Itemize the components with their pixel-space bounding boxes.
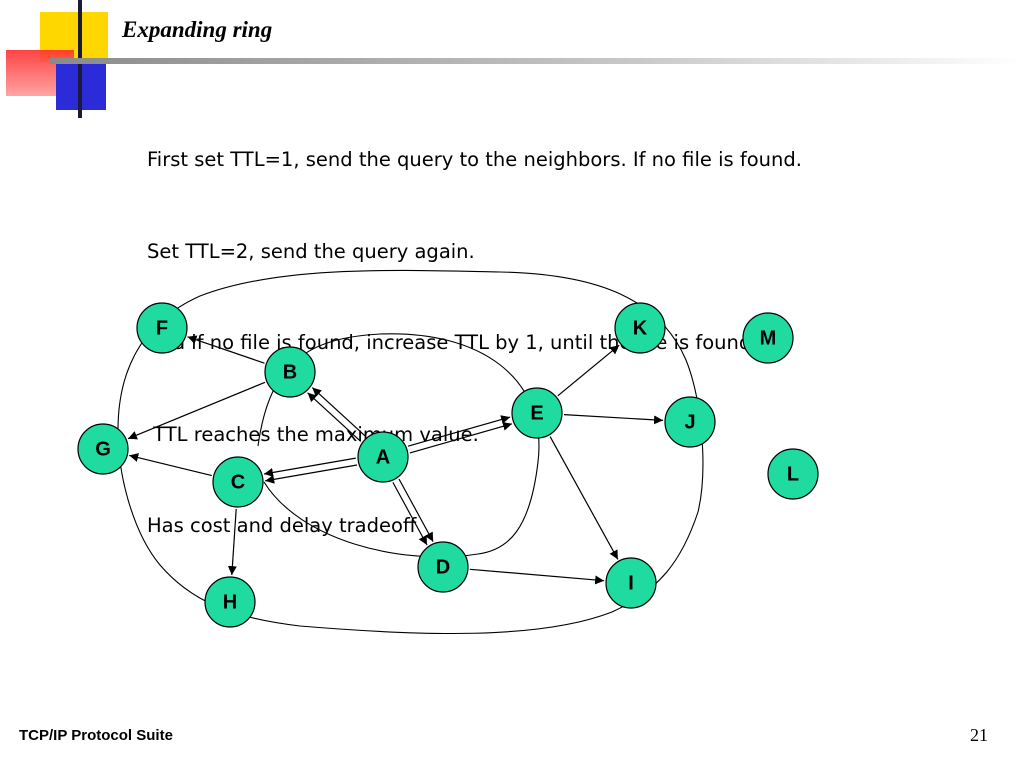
node-circle xyxy=(664,396,716,448)
node-label: B xyxy=(283,361,297,383)
node-f: F xyxy=(136,302,188,354)
deco-horizontal-rule xyxy=(50,58,1024,64)
edge-a-d xyxy=(392,482,428,546)
node-circle xyxy=(511,387,563,439)
node-b: B xyxy=(264,346,316,398)
node-c: C xyxy=(212,456,264,508)
node-j: J xyxy=(664,396,716,448)
node-g: G xyxy=(77,423,129,475)
edge-e-j xyxy=(563,414,664,425)
node-k: K xyxy=(614,302,666,354)
node-circle xyxy=(357,431,409,483)
node-label: A xyxy=(376,446,390,468)
node-label: C xyxy=(231,471,245,493)
node-h: H xyxy=(204,576,256,628)
node-d: D xyxy=(417,541,469,593)
edge-a-c xyxy=(263,457,356,477)
bullet-list: First set TTL=1, send the query to the n… xyxy=(147,84,802,572)
node-circle xyxy=(614,302,666,354)
bullet-line: Set TTL=2, send the query again. xyxy=(147,239,475,263)
node-m: M xyxy=(742,312,794,364)
edge-b-g xyxy=(127,381,266,440)
node-label: M xyxy=(760,327,777,349)
node-circle xyxy=(742,312,794,364)
node-label: I xyxy=(628,572,634,594)
node-circle xyxy=(605,557,657,609)
node-circle xyxy=(204,576,256,628)
node-circle xyxy=(417,541,469,593)
node-label: J xyxy=(684,411,695,433)
edge-d-i xyxy=(469,568,605,585)
edge-c-g xyxy=(129,453,212,477)
node-label: D xyxy=(436,556,450,578)
node-a: A xyxy=(357,431,409,483)
node-circle xyxy=(77,423,129,475)
node-circle xyxy=(212,456,264,508)
node-i: I xyxy=(605,557,657,609)
node-label: E xyxy=(530,402,543,424)
edge-a-b xyxy=(311,387,366,437)
edge-a-b xyxy=(307,392,362,442)
edge-a-c xyxy=(265,464,358,484)
slide-title: Expanding ring xyxy=(122,17,273,42)
node-label: H xyxy=(223,591,237,613)
edge-a-e xyxy=(409,421,513,454)
ring-TTL1 xyxy=(257,333,540,558)
footer-title: TCP/IP Protocol Suite xyxy=(19,727,173,744)
node-label: G xyxy=(95,438,111,460)
node-label: L xyxy=(787,463,799,485)
node-l: L xyxy=(767,448,819,500)
edge-c-h xyxy=(227,508,237,576)
node-e: E xyxy=(511,387,563,439)
edge-a-e xyxy=(407,415,511,447)
node-circle xyxy=(767,448,819,500)
bullet-line: First set TTL=1, send the query to the n… xyxy=(147,148,802,171)
edge-e-k xyxy=(557,344,620,397)
edge-b-f xyxy=(187,335,265,364)
node-label: K xyxy=(633,317,648,339)
edge-a-d xyxy=(398,478,434,542)
node-circle xyxy=(136,302,188,354)
edge-e-i xyxy=(549,436,619,560)
page-number: 21 xyxy=(970,725,988,745)
title-decoration xyxy=(6,0,1024,118)
node-label: F xyxy=(156,317,168,339)
bullet-line: Has cost and delay tradeoff xyxy=(147,514,417,537)
node-circle xyxy=(264,346,316,398)
